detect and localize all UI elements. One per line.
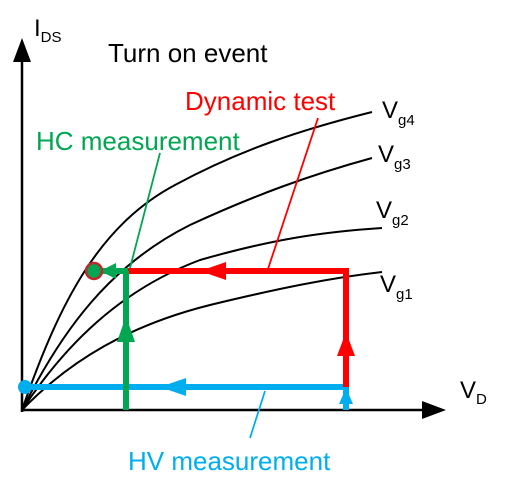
dynamic-arrowhead-left — [200, 262, 226, 280]
curve-vg1 — [21, 271, 383, 411]
curve-label-vg2: Vg2 — [376, 197, 409, 229]
dynamic-test-label: Dynamic test — [185, 86, 336, 116]
hc-arrowhead-left — [100, 263, 116, 279]
y-axis-arrowhead — [13, 38, 31, 62]
hc-measurement-leader — [129, 152, 161, 269]
x-axis-label: VD — [460, 377, 487, 408]
hv-measurement-leader — [249, 390, 266, 439]
curve-label-vg3: Vg3 — [378, 141, 411, 173]
hv-measurement-label: HV measurement — [128, 446, 331, 476]
x-axis-arrowhead — [422, 401, 446, 419]
operating-point — [84, 261, 104, 281]
curve-label-vg1: Vg1 — [380, 271, 413, 303]
hc-measurement-label: HC measurement — [36, 126, 241, 156]
hv-arrowhead-up — [339, 388, 353, 404]
curve-label-vg4: Vg4 — [382, 97, 415, 129]
y-axis-label: IDS — [34, 15, 62, 46]
hv-start-point — [18, 380, 32, 394]
curve-vg3 — [21, 157, 373, 411]
curve-vg4 — [21, 111, 373, 411]
curve-vg2 — [21, 227, 383, 411]
diagram-title: Turn on event — [108, 38, 268, 68]
dynamic-test-leader — [267, 117, 319, 270]
hc-arrowhead-up — [117, 316, 135, 342]
dynamic-arrowhead-up — [337, 332, 355, 356]
hv-arrowhead-left — [160, 378, 186, 396]
